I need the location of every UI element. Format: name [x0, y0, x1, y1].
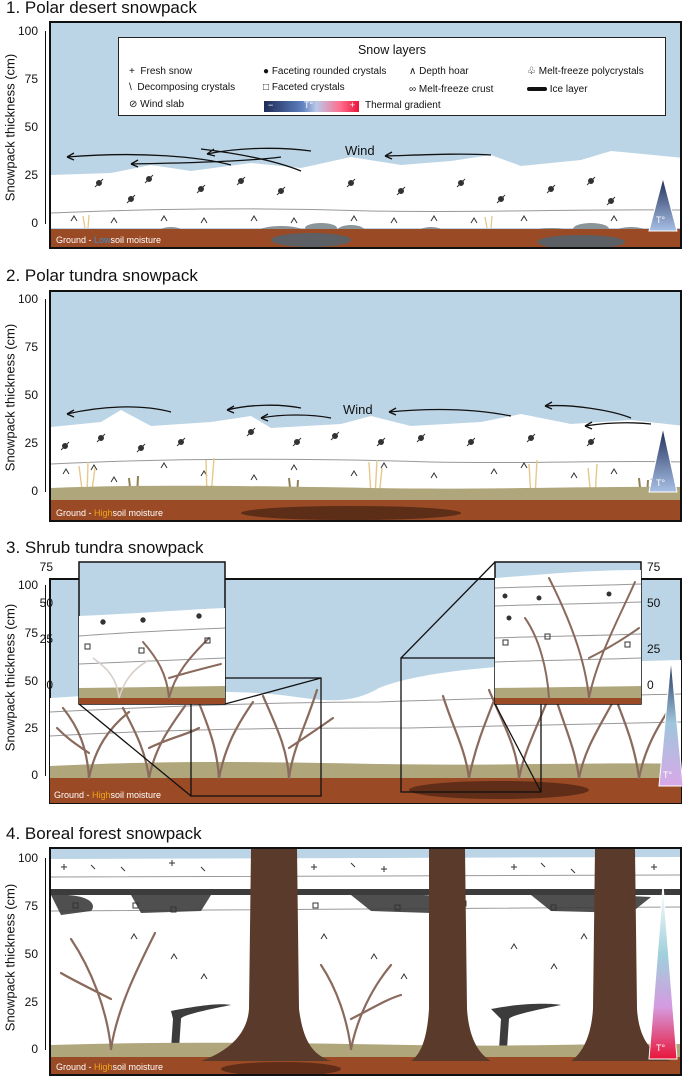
panel-4-tick-25: 25	[24, 995, 38, 1009]
panel-3-tick-100: 100	[17, 578, 38, 592]
panel-2-wind-label: Wind	[343, 402, 373, 417]
legend-melt-freeze-poly: ♧ Melt-freeze polycrystals	[527, 66, 644, 77]
panel-1-wind-label: Wind	[345, 143, 375, 158]
panel-2-tick-75: 75	[24, 340, 38, 354]
panel-1-title: 1. Polar desert snowpack	[6, 0, 197, 17]
panel-3-inset-right-tick-50: 50	[647, 596, 661, 610]
legend-faceting-rounded: ● Faceting rounded crystals	[263, 66, 387, 77]
melt-freeze-poly-icon: ♧	[527, 66, 536, 77]
faceted-crystal-icon: □	[263, 82, 270, 93]
panel-2-tick-100: 100	[17, 292, 38, 306]
legend-wind-slab: ⊘ Wind slab	[129, 99, 185, 110]
panel-4-temp-label: T°	[656, 1043, 666, 1053]
panel-2-ground-label: Ground - Highsoil moisture	[56, 508, 164, 518]
legend-depth-hoar: ∧ Depth hoar	[409, 66, 469, 77]
panel-3-inset-left-tick-25: 25	[39, 632, 53, 646]
panel-4-tick-75: 75	[24, 899, 38, 913]
panel-3-illustration	[49, 561, 684, 804]
panel-3-tick-50: 50	[24, 674, 38, 688]
panel-4-title: 4. Boreal forest snowpack	[6, 824, 202, 843]
panel-3-inset-left-tick-0: 0	[46, 678, 53, 692]
panel-2-title: 2. Polar tundra snowpack	[6, 266, 198, 285]
panel-4-tick-100: 100	[17, 851, 38, 865]
melt-freeze-crust-icon: ∞	[409, 84, 417, 95]
panel-1-tick-100: 100	[17, 24, 38, 38]
thermal-gradient-bar: − T° +	[264, 100, 359, 112]
panel-3-tick-75: 75	[24, 626, 38, 640]
panel-4-tick-50: 50	[24, 947, 38, 961]
panel-3-title: 3. Shrub tundra snowpack	[6, 538, 204, 557]
wind-slab-icon: ⊘	[129, 99, 138, 110]
panel-2-illustration	[51, 401, 680, 520]
panel-2-tick-50: 50	[24, 388, 38, 402]
legend-thermal-gradient: Thermal gradient	[365, 100, 441, 111]
legend-fresh-snow: + Fresh snow	[129, 66, 193, 77]
panel-1-tick-50: 50	[24, 120, 38, 134]
legend-title: Snow layers	[357, 43, 427, 57]
legend-ice-layer: Ice layer	[527, 84, 588, 95]
panel-2-tick-25: 25	[24, 436, 38, 450]
legend-decomposing: \ Decomposing crystals	[129, 82, 236, 93]
panel-1-ground-label: Ground - Lowsoil moisture	[56, 235, 162, 245]
depth-hoar-icon: ∧	[409, 66, 417, 77]
panel-3-temp-label: T°	[663, 770, 673, 780]
panel-3-ground-label: Ground - Highsoil moisture	[54, 790, 162, 800]
panel-2-tick-0: 0	[31, 484, 38, 498]
panel-3-shrub-tundra: 75 50 25 0 75 50 25 0 T° Ground - Highso…	[40, 560, 684, 804]
panel-4-boreal-forest: T° Ground - Highsoil moisture	[49, 847, 682, 1076]
panel-1-tick-75: 75	[24, 72, 38, 86]
panel-3-inset-right-tick-75: 75	[647, 560, 661, 574]
legend-faceted: □ Faceted crystals	[263, 82, 345, 93]
panel-3-inset-right-tick-25: 25	[647, 642, 661, 656]
panel-1-tick-25: 25	[24, 168, 38, 182]
panel-3-tick-25: 25	[24, 721, 38, 735]
panel-1-polar-desert: Snow layers + Fresh snow \ Decomposing c…	[49, 21, 682, 249]
panel-1-illustration	[51, 147, 680, 247]
panel-1-tick-0: 0	[31, 216, 38, 230]
panel-3-inset-left-tick-75: 75	[39, 560, 53, 574]
panel-3-inset-left-tick-50: 50	[39, 596, 53, 610]
ice-layer-icon	[527, 87, 547, 92]
panel-2-polar-tundra: Wind T° Ground - Highsoil moisture	[49, 290, 682, 522]
panel-4-tick-0: 0	[31, 1042, 38, 1056]
panel-4-ground-label: Ground - Highsoil moisture	[56, 1062, 164, 1072]
panel-2-temp-label: T°	[656, 478, 666, 488]
panel-3-inset-right-tick-0: 0	[647, 678, 654, 692]
panel-3-tick-0: 0	[31, 768, 38, 782]
faceting-rounded-icon: ●	[263, 66, 270, 77]
panel-4-illustration	[51, 849, 680, 1074]
legend-melt-freeze-crust: ∞ Melt-freeze crust	[409, 84, 494, 95]
panel-1-temp-label: T°	[656, 215, 666, 225]
snow-layers-legend: Snow layers + Fresh snow \ Decomposing c…	[118, 37, 666, 116]
